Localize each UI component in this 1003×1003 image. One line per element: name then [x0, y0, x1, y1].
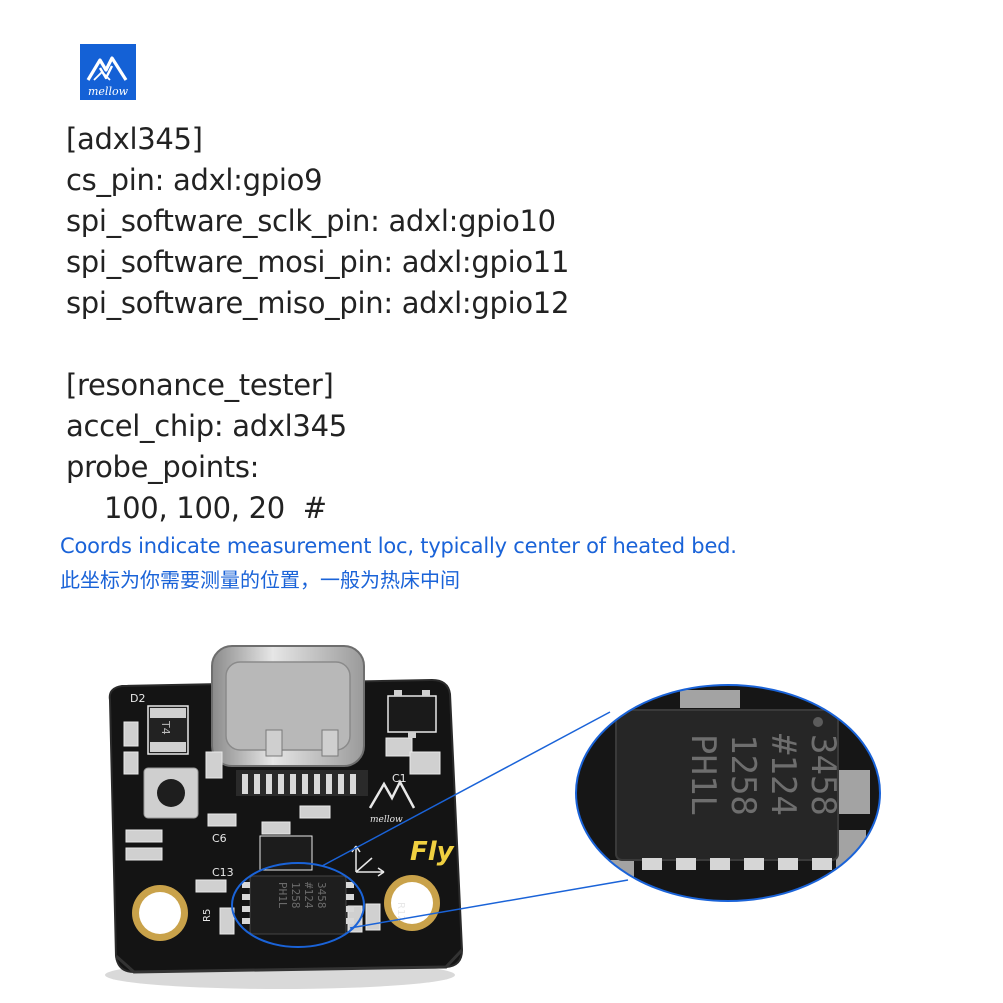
zoom-chip-line-3: 1258 [723, 734, 763, 816]
chip-text-line-2: #124 [302, 882, 315, 909]
mountain-logo-icon [86, 56, 128, 81]
chip-text-line-4: PH1L [276, 882, 289, 909]
silk-c1: C1 [392, 772, 407, 785]
config-block: [adxl345] cs_pin: adxl:gpio9 spi_softwar… [66, 119, 966, 529]
callout-line-top [321, 711, 611, 867]
chip-text-line-3: 1258 [289, 882, 302, 909]
zoom-chip-line-4: PH1L [683, 734, 723, 816]
mounting-hole-right-bore [391, 882, 433, 924]
diode-marking: T4 [159, 720, 172, 735]
pin1-dot-icon [813, 717, 823, 727]
adxl345-chip: 3458 #124 1258 PH1L [242, 875, 354, 935]
silk-logo: mellow [370, 815, 403, 825]
silk-r12: R12 [395, 902, 406, 922]
cs-pin-line: cs_pin: adxl:gpio9 [66, 163, 323, 197]
accel-chip-line: accel_chip: adxl345 [66, 409, 347, 443]
adxl-section-header: [adxl345] [66, 122, 203, 156]
chip-text-line-1: 3458 [315, 882, 328, 909]
silk-fly: Fly [410, 837, 455, 867]
miso-pin-line: spi_software_miso_pin: adxl:gpio12 [66, 286, 570, 320]
callout-line-bottom [349, 879, 629, 929]
silk-c13: C13 [212, 866, 234, 879]
svg-text:3458 #124 1258: 3458 #124 1258 PH1L [683, 734, 843, 836]
english-note: Coords indicate measurement loc, typical… [60, 534, 737, 558]
mosi-pin-line: spi_software_mosi_pin: adxl:gpio11 [66, 245, 570, 279]
silk-c6: C6 [212, 832, 227, 845]
callout-circle [231, 862, 365, 948]
zoom-chip-line-1: 3458 [803, 734, 843, 816]
zoom-chip-line-2: #124 [763, 734, 803, 816]
silk-r5: R5 [202, 909, 213, 922]
mellow-logo: mellow [80, 44, 136, 100]
svg-text:3458 #124 1258: 3458 #124 1258 PH1L [276, 882, 328, 915]
pcb-board: D2 T4 C6 C [108, 645, 464, 974]
usb-c-connector [211, 645, 368, 796]
mounting-hole-left-bore [139, 892, 181, 934]
logo-wordmark: mellow [87, 85, 128, 98]
sclk-pin-line: spi_software_sclk_pin: adxl:gpio10 [66, 204, 556, 238]
chinese-note: 此坐标为你需要测量的位置，一般为热床中间 [60, 568, 460, 592]
silk-d2: D2 [130, 692, 145, 705]
resonance-section-header: [resonance_tester] [66, 368, 334, 402]
zoom-view: 3458 #124 1258 PH1L [576, 685, 880, 901]
probe-values-line: 100, 100, 20 # [104, 491, 327, 525]
regulator-chip [387, 695, 437, 733]
reset-button [157, 779, 185, 807]
mcu-chip [259, 835, 313, 871]
probe-points-line: probe_points: [66, 450, 260, 484]
board-mountain-icon [368, 779, 416, 809]
zoom-circle-border [575, 684, 881, 902]
